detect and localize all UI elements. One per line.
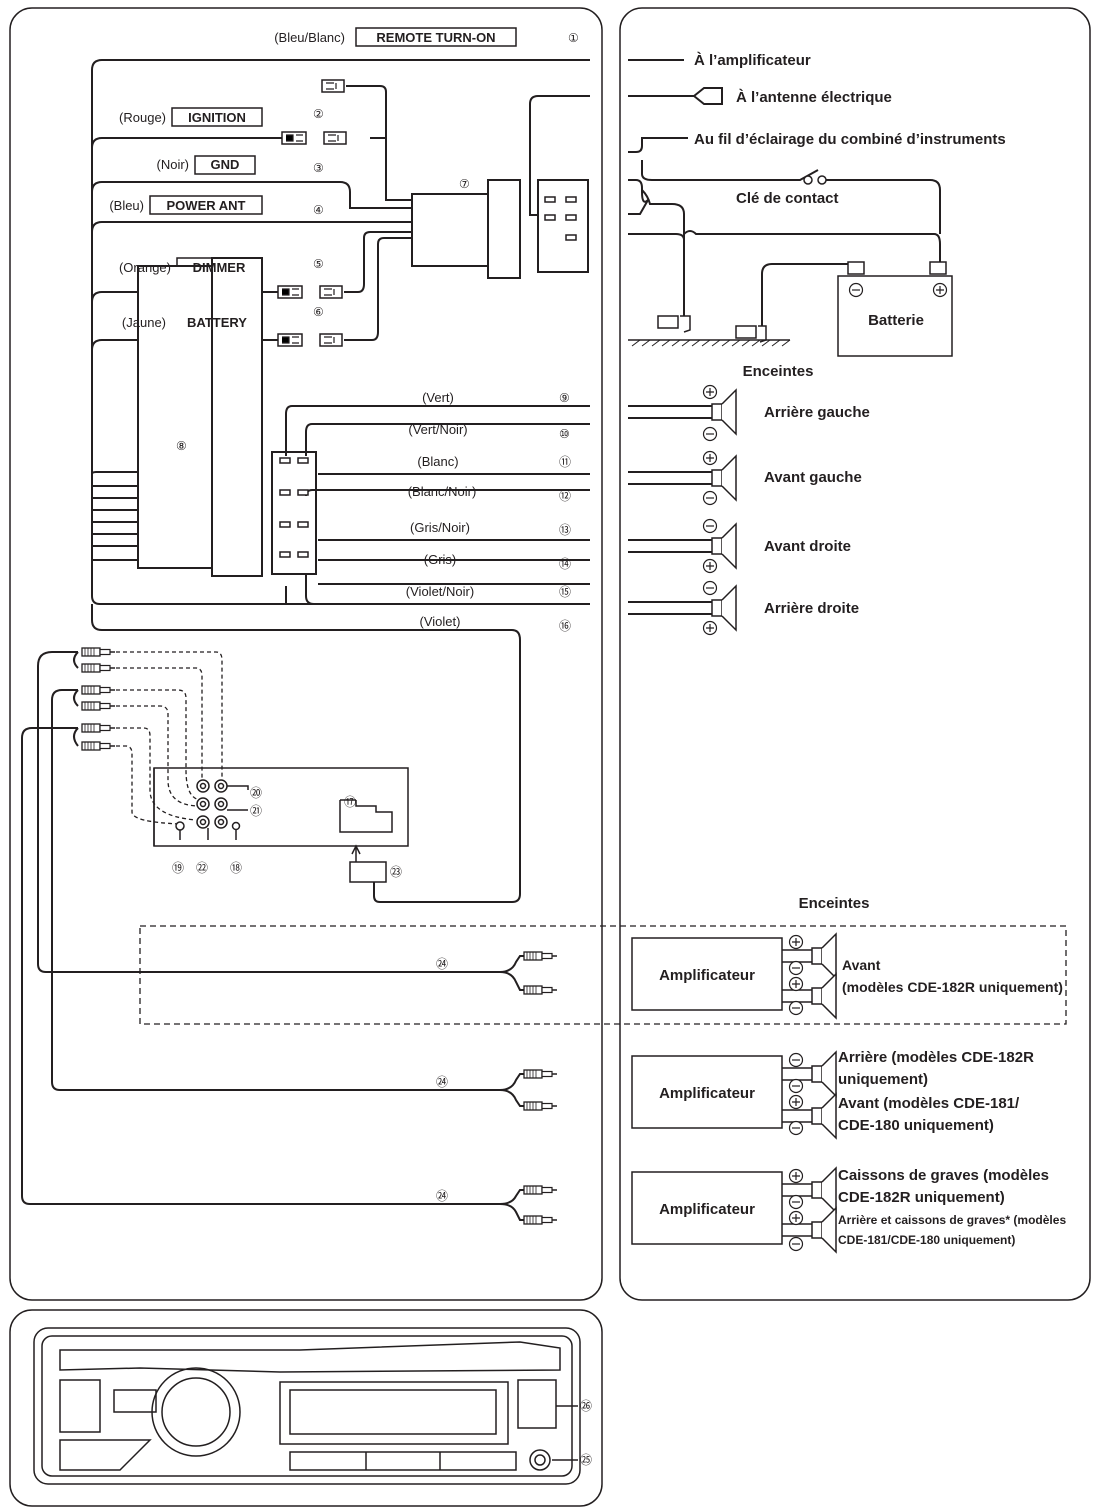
connector-8-num: ⑧: [176, 439, 187, 453]
wire-2-num: ②: [313, 107, 324, 121]
speaker-wire-12-num: ⑫: [559, 489, 571, 503]
wire-4-num: ④: [313, 203, 324, 217]
amp-2-label: Amplificateur: [659, 1085, 755, 1102]
front-panel-frame: [9, 1309, 603, 1507]
wire-2-label: IGNITION: [188, 110, 246, 125]
rca-label-3: ㉔: [436, 1189, 448, 1203]
speaker-wire-12-color: (Blanc/Noir): [408, 484, 477, 499]
to-amp-label: À l’amplificateur: [694, 52, 811, 69]
amp-3-label: Amplificateur: [659, 1201, 755, 1218]
amp-2-line1: Arrière (modèles CDE-182R: [838, 1049, 1034, 1066]
wire-5-label: DIMMER: [193, 260, 246, 275]
speaker-wire-15-color: (Violet/Noir): [406, 584, 474, 599]
left-panel: [9, 7, 603, 1301]
amp-3-line3: Arrière et caissons de graves* (modèles: [838, 1213, 1066, 1227]
amp-3-line4: CDE-181/CDE-180 uniquement): [838, 1233, 1015, 1247]
to-antenna-label: À l’antenne électrique: [736, 89, 892, 106]
speaker-wire-10-color: (Vert/Noir): [408, 422, 467, 437]
speakers-title: Enceintes: [743, 363, 814, 380]
speaker-wire-14-num: ⑭: [559, 557, 571, 571]
label-25: ㉕: [580, 1453, 592, 1467]
label-26: ㉖: [580, 1399, 592, 1413]
speaker-wire-9-color: (Vert): [422, 390, 454, 405]
wire-6-color: (Jaune): [122, 315, 166, 330]
wire-6-num: ⑥: [313, 305, 324, 319]
right-panel: [619, 7, 1091, 1301]
speaker-wire-11-color: (Blanc): [417, 454, 458, 469]
label-21: ㉑: [250, 804, 262, 818]
speaker-wire-9-num: ⑨: [559, 391, 570, 405]
wire-5-color: (Orange): [119, 260, 171, 275]
amp-2-line2: uniquement): [838, 1071, 928, 1088]
ignition-key-label: Clé de contact: [736, 190, 839, 207]
rca-label-1: ㉔: [436, 957, 448, 971]
speakers-title-2: Enceintes: [799, 895, 870, 912]
amp-3-line1: Caissons de graves (modèles: [838, 1167, 1049, 1184]
amp-1-note: (modèles CDE-182R uniquement): [842, 979, 1063, 995]
speaker-front-left: Avant gauche: [764, 469, 862, 486]
amp-1-label: Amplificateur: [659, 967, 755, 984]
speaker-wire-10-num: ⑩: [559, 427, 570, 441]
speaker-wire-11-num: ⑪: [559, 455, 571, 469]
amp-2-line4: CDE-180 uniquement): [838, 1117, 994, 1134]
battery-label: Batterie: [868, 312, 924, 329]
speaker-wire-13-color: (Gris/Noir): [410, 520, 470, 535]
wire-4-label: POWER ANT: [167, 198, 246, 213]
wire-3-label: GND: [211, 157, 240, 172]
speaker-wire-14-color: (Gris): [424, 552, 457, 567]
speaker-wire-13-num: ⑬: [559, 523, 571, 537]
wire-1-label: REMOTE TURN-ON: [376, 30, 495, 45]
wire-3-num: ③: [313, 161, 324, 175]
amp-2-line3: Avant (modèles CDE-181/: [838, 1095, 1020, 1112]
wire-1-color: (Bleu/Blanc): [274, 30, 345, 45]
amp-3-line2: CDE-182R uniquement): [838, 1189, 1005, 1206]
speaker-wire-16-color: (Violet): [420, 614, 461, 629]
wire-5-num: ⑤: [313, 257, 324, 271]
label-19: ⑲: [172, 861, 184, 875]
wire-1-num: ①: [568, 31, 579, 45]
rca-label-2: ㉔: [436, 1075, 448, 1089]
label-18: ⑱: [230, 861, 242, 875]
amp-1-front: Avant: [842, 957, 881, 973]
wire-4-color: (Bleu): [109, 198, 144, 213]
speaker-wire-16-num: ⑯: [559, 619, 571, 633]
speaker-front-right: Avant droite: [764, 538, 851, 555]
speaker-wire-15-num: ⑮: [559, 585, 571, 599]
label-20: ⑳: [250, 786, 262, 800]
speaker-rear-left: Arrière gauche: [764, 404, 870, 421]
wire-2-color: (Rouge): [119, 110, 166, 125]
label-23: ㉓: [390, 865, 402, 879]
wire-6-label: BATTERY: [187, 315, 247, 330]
label-22: ㉒: [196, 861, 208, 875]
wire-3-color: (Noir): [157, 157, 190, 172]
label-17: ⑰: [344, 795, 356, 809]
speaker-rear-right: Arrière droite: [764, 600, 859, 617]
connector-7-num: ⑦: [459, 177, 470, 191]
to-dash-label: Au fil d’éclairage du combiné d’instrume…: [694, 131, 1006, 148]
